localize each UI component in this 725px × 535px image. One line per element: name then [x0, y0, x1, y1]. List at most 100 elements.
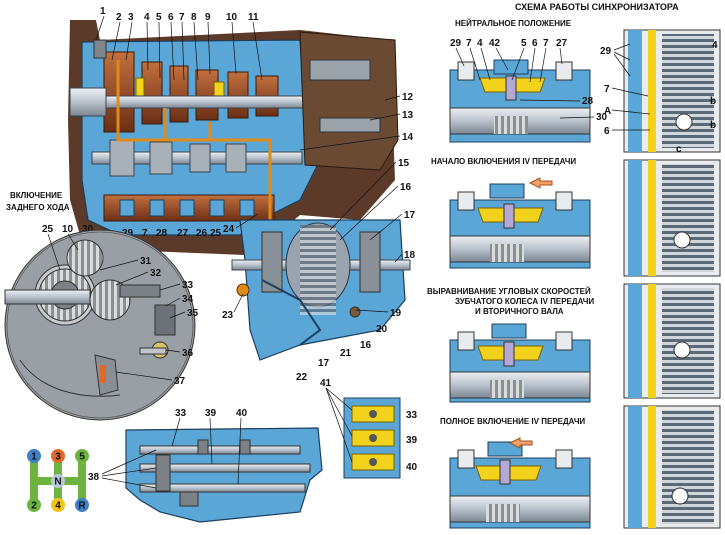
callout: 40: [406, 462, 418, 473]
rod-housing: [125, 427, 323, 523]
step-neutral: НЕЙТРАЛЬНОЕ ПОЛОЖЕНИЕ: [455, 19, 572, 28]
lower-gear-3: [189, 143, 211, 173]
callout: 6: [604, 126, 610, 137]
gear-n: [51, 474, 65, 488]
callout: 8: [191, 12, 197, 23]
gear-5: [75, 449, 89, 463]
callout: 28: [156, 228, 168, 239]
oil-channel: [116, 60, 272, 230]
gear-label: 2: [31, 501, 37, 512]
callout: 33: [182, 280, 194, 291]
gear-label: 4: [55, 501, 61, 512]
shift-rod-33: [139, 445, 301, 455]
gear-block-2: [141, 61, 163, 125]
callout: 2: [116, 12, 122, 23]
lower-gear-1: [109, 139, 135, 177]
callout: 4: [477, 38, 483, 49]
callout: 29: [450, 38, 462, 49]
side-view-1: [623, 29, 721, 153]
callout: 7: [179, 12, 185, 23]
callout: 17: [404, 210, 416, 221]
callout: b: [710, 96, 716, 107]
callout: 36: [182, 348, 194, 359]
callout: 7: [604, 84, 610, 95]
callout: 14: [402, 132, 414, 143]
gear-2: [27, 498, 41, 512]
sync-side-views: 29 4 7 A 6 b b c: [600, 29, 721, 529]
callout: A: [604, 106, 611, 117]
callout: 29: [122, 228, 134, 239]
side-view-3: [623, 283, 721, 399]
step-align-1: ВЫРАВНИВАНИЕ УГЛОВЫХ СКОРОСТЕЙ: [427, 287, 591, 296]
callout: 29: [600, 46, 612, 57]
gear-label: N: [54, 477, 61, 488]
gearbox-section: [68, 20, 411, 361]
callout: 12: [402, 92, 414, 103]
callout: 26: [196, 228, 208, 239]
callout: 7: [466, 38, 472, 49]
rear-housing: [299, 31, 399, 171]
callout: 38: [88, 472, 100, 483]
side-view-4: [623, 405, 721, 529]
rod-callouts: 33 39 40 38: [88, 408, 248, 489]
callout: 16: [400, 182, 412, 193]
gear-label: 5: [79, 452, 85, 463]
input-shaft: [69, 87, 107, 117]
gear-r: [75, 498, 89, 512]
callout: 32: [150, 268, 162, 279]
callout: 1: [100, 6, 106, 17]
callout: 24: [223, 224, 235, 235]
callout: 6: [532, 38, 538, 49]
callout: 4: [712, 40, 718, 51]
callout: 18: [404, 250, 416, 261]
callout: 25: [42, 224, 54, 235]
gear-1: [27, 449, 41, 463]
step-full: ПОЛНОЕ ВКЛЮЧЕНИЕ IV ПЕРЕДАЧИ: [440, 417, 585, 426]
gear-3: [51, 449, 65, 463]
callout: 34: [182, 294, 194, 305]
shift-rod-assembly: [125, 427, 323, 523]
callout: 9: [205, 12, 211, 23]
callout: 31: [140, 256, 152, 267]
reverse-callouts: 25 10 31 32 33 34 35 36 37: [42, 224, 199, 387]
lower-gear-2: [149, 141, 173, 175]
gear-block-5: [227, 71, 249, 119]
callout: 3: [128, 12, 134, 23]
sync-panel-full: [449, 437, 591, 529]
lower-gear-4: [225, 143, 247, 173]
reverse-caption-2: ЗАДНЕГО ХОДА: [6, 203, 70, 212]
gear-block-3: [169, 65, 189, 123]
callout: 4: [144, 12, 150, 23]
sync-panel-neutral: 29 7 4 42 5 6 7 27 28 30: [449, 38, 608, 143]
main-callouts: 1 2 3 4 5 6 7 8 9 10 11 12 13 14 15 16 1…: [82, 6, 416, 383]
step-start: НАЧАЛО ВКЛЮЧЕНИЯ IV ПЕРЕДАЧИ: [431, 157, 576, 166]
arrow-left-icon: [508, 437, 533, 449]
gear-label: 1: [31, 452, 37, 463]
sync-panel-start: [449, 177, 591, 269]
gear-label: 3: [55, 452, 61, 463]
callout: 6: [168, 12, 174, 23]
shift-pattern: 1 3 5 N 2 4 R: [27, 449, 89, 512]
side-view-2: [623, 159, 721, 277]
callout: 13: [402, 110, 414, 121]
sync-title: СХЕМА РАБОТЫ СИНХРОНИЗАТОРА: [515, 2, 679, 12]
callout: 10: [226, 12, 238, 23]
fork-detail: 41 33 39 40: [320, 378, 418, 479]
callout: 41: [320, 378, 332, 389]
step-align-3: И ВТОРИЧНОГО ВАЛА: [475, 307, 564, 316]
sync-panel-align: [449, 323, 591, 403]
callout: 11: [248, 12, 259, 23]
callout: 15: [398, 158, 410, 169]
callout: 5: [156, 12, 162, 23]
callout: 42: [489, 38, 501, 49]
callout: 7: [142, 228, 148, 239]
callout: 35: [187, 308, 199, 319]
callout: b: [710, 120, 716, 131]
callout: 19: [390, 308, 402, 319]
reverse-gear-detail: [4, 229, 196, 421]
callout: 21: [340, 348, 352, 359]
callout: 27: [556, 38, 568, 49]
callout: 7: [543, 38, 549, 49]
callout: 22: [296, 372, 308, 383]
